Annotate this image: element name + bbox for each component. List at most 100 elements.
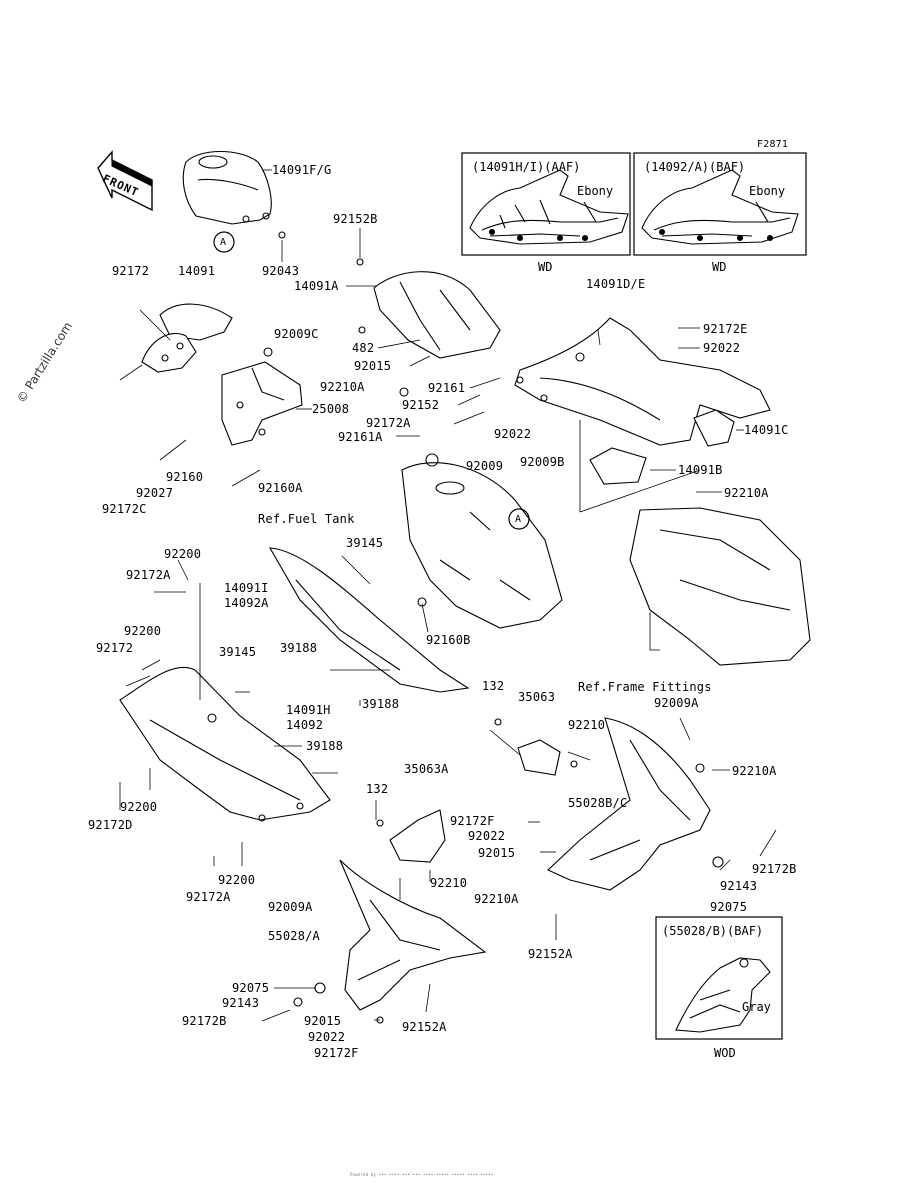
part-label: 92172E	[703, 322, 748, 336]
part-label: 92009B	[520, 455, 565, 469]
tank-cover-drawing	[182, 150, 286, 239]
footer-fine-print: Powered by ••• •••• ••• ••• •••• ••••• •…	[350, 1172, 494, 1177]
part-label: 92152A	[528, 947, 573, 961]
part-label: 14091H	[286, 703, 331, 717]
part-label: 92015	[354, 359, 392, 373]
main-cover-14091DE-drawing	[514, 317, 771, 446]
part-label: 14091F/G	[272, 163, 332, 177]
bracket-35063-drawing	[494, 718, 578, 776]
inset-wod-color: Gray	[742, 1000, 771, 1014]
part-label: 92172A	[186, 890, 231, 904]
part-label: Ref.Fuel Tank	[258, 512, 355, 526]
duct-14091C-drawing	[693, 409, 735, 447]
part-label: 92172	[112, 264, 150, 278]
part-label: 92075	[232, 981, 270, 995]
part-label: 35063A	[404, 762, 449, 776]
side-cover-14091I-drawing	[269, 547, 470, 693]
front-arrow-icon	[97, 150, 153, 212]
part-label: 14091A	[294, 279, 339, 293]
part-label: Ref.Frame Fittings	[578, 680, 712, 694]
inset-cover-baf-drawing	[641, 169, 799, 245]
part-label: 92009A	[268, 900, 313, 914]
fuel-tank-drawing	[401, 453, 563, 629]
frame-fittings-drawing	[629, 507, 811, 666]
part-label: 92009A	[654, 696, 699, 710]
figure-code: F2871	[757, 139, 789, 150]
part-label: 39188	[306, 739, 344, 753]
part-label: 92143	[720, 879, 758, 893]
part-label: 92075	[710, 900, 748, 914]
inset-box-aaf	[461, 152, 631, 256]
inner-cover-14091A-drawing	[356, 258, 501, 397]
bracket-25008-drawing	[221, 347, 303, 446]
part-label: 35063	[518, 690, 556, 704]
part-label: 92143	[222, 996, 260, 1010]
part-label: 92210A	[320, 380, 365, 394]
side-cover-14091H-drawing	[119, 666, 331, 822]
part-label: 55028B/C	[568, 796, 628, 810]
cover-14091-drawing	[141, 303, 233, 373]
part-label: 14091B	[678, 463, 723, 477]
part-label: 92172D	[88, 818, 133, 832]
part-label: 92160A	[258, 481, 303, 495]
part-label: 92160	[166, 470, 204, 484]
part-label: 14091C	[744, 423, 789, 437]
part-label: 92172A	[126, 568, 171, 582]
part-label: 92172A	[366, 416, 411, 430]
inset-cover-wod-drawing	[675, 957, 771, 1033]
part-label: 92210	[568, 718, 606, 732]
part-label: 92210A	[474, 892, 519, 906]
part-label: 92022	[494, 427, 532, 441]
inset-box-wod	[655, 916, 783, 1040]
side-cover-55028A-drawing	[293, 859, 487, 1024]
part-label: 132	[366, 782, 389, 796]
inset-baf-color: Ebony	[749, 184, 786, 198]
part-label: 92015	[304, 1014, 342, 1028]
part-label: 14091	[178, 264, 216, 278]
inset-baf-caption: WD	[712, 260, 727, 274]
part-label: 92172	[96, 641, 134, 655]
part-14091B-drawing	[589, 447, 647, 485]
part-label: 92200	[164, 547, 202, 561]
inset-aaf-title: (14091H/I)(AAF)	[472, 160, 581, 174]
part-label: 92152	[402, 398, 440, 412]
part-label: 92043	[262, 264, 300, 278]
side-cover-55028BC-drawing	[547, 717, 724, 891]
inset-aaf-caption: WD	[538, 260, 553, 274]
part-label: 92152A	[402, 1020, 447, 1034]
part-label: 14092A	[224, 596, 269, 610]
bracket-35063A-drawing	[376, 809, 446, 863]
inset-baf-title: (14092/A)(BAF)	[644, 160, 746, 174]
part-label: 92009C	[274, 327, 319, 341]
part-label: 92172B	[182, 1014, 227, 1028]
part-label: 92161A	[338, 430, 383, 444]
part-label: 92172F	[450, 814, 495, 828]
part-label: 92160B	[426, 633, 471, 647]
inset-wod-title: (55028/B)(BAF)	[662, 924, 764, 938]
inset-box-baf	[633, 152, 807, 256]
part-label: 92200	[124, 624, 162, 638]
part-label: 92161	[428, 381, 466, 395]
part-label: 92022	[308, 1030, 346, 1044]
part-label: 55028/A	[268, 929, 320, 943]
part-label: 92172C	[102, 502, 147, 516]
part-label: 92210A	[732, 764, 777, 778]
circle-marker-a-1: A	[220, 237, 227, 248]
part-label: 92152B	[333, 212, 378, 226]
inset-wod-caption: WOD	[714, 1046, 736, 1060]
part-label: 39145	[219, 645, 257, 659]
circle-marker-a-2: A	[515, 514, 522, 525]
part-label: 14091I	[224, 581, 269, 595]
part-label: 92022	[703, 341, 741, 355]
part-label: 92172B	[752, 862, 797, 876]
inset-cover-aaf-drawing	[469, 169, 629, 245]
part-label: 14091D/E	[586, 277, 646, 291]
part-label: 92027	[136, 486, 174, 500]
part-label: 39188	[362, 697, 400, 711]
part-label: 25008	[312, 402, 350, 416]
inset-aaf-color: Ebony	[577, 184, 614, 198]
part-label: 92022	[468, 829, 506, 843]
part-label: 92200	[120, 800, 158, 814]
part-label: 92200	[218, 873, 256, 887]
